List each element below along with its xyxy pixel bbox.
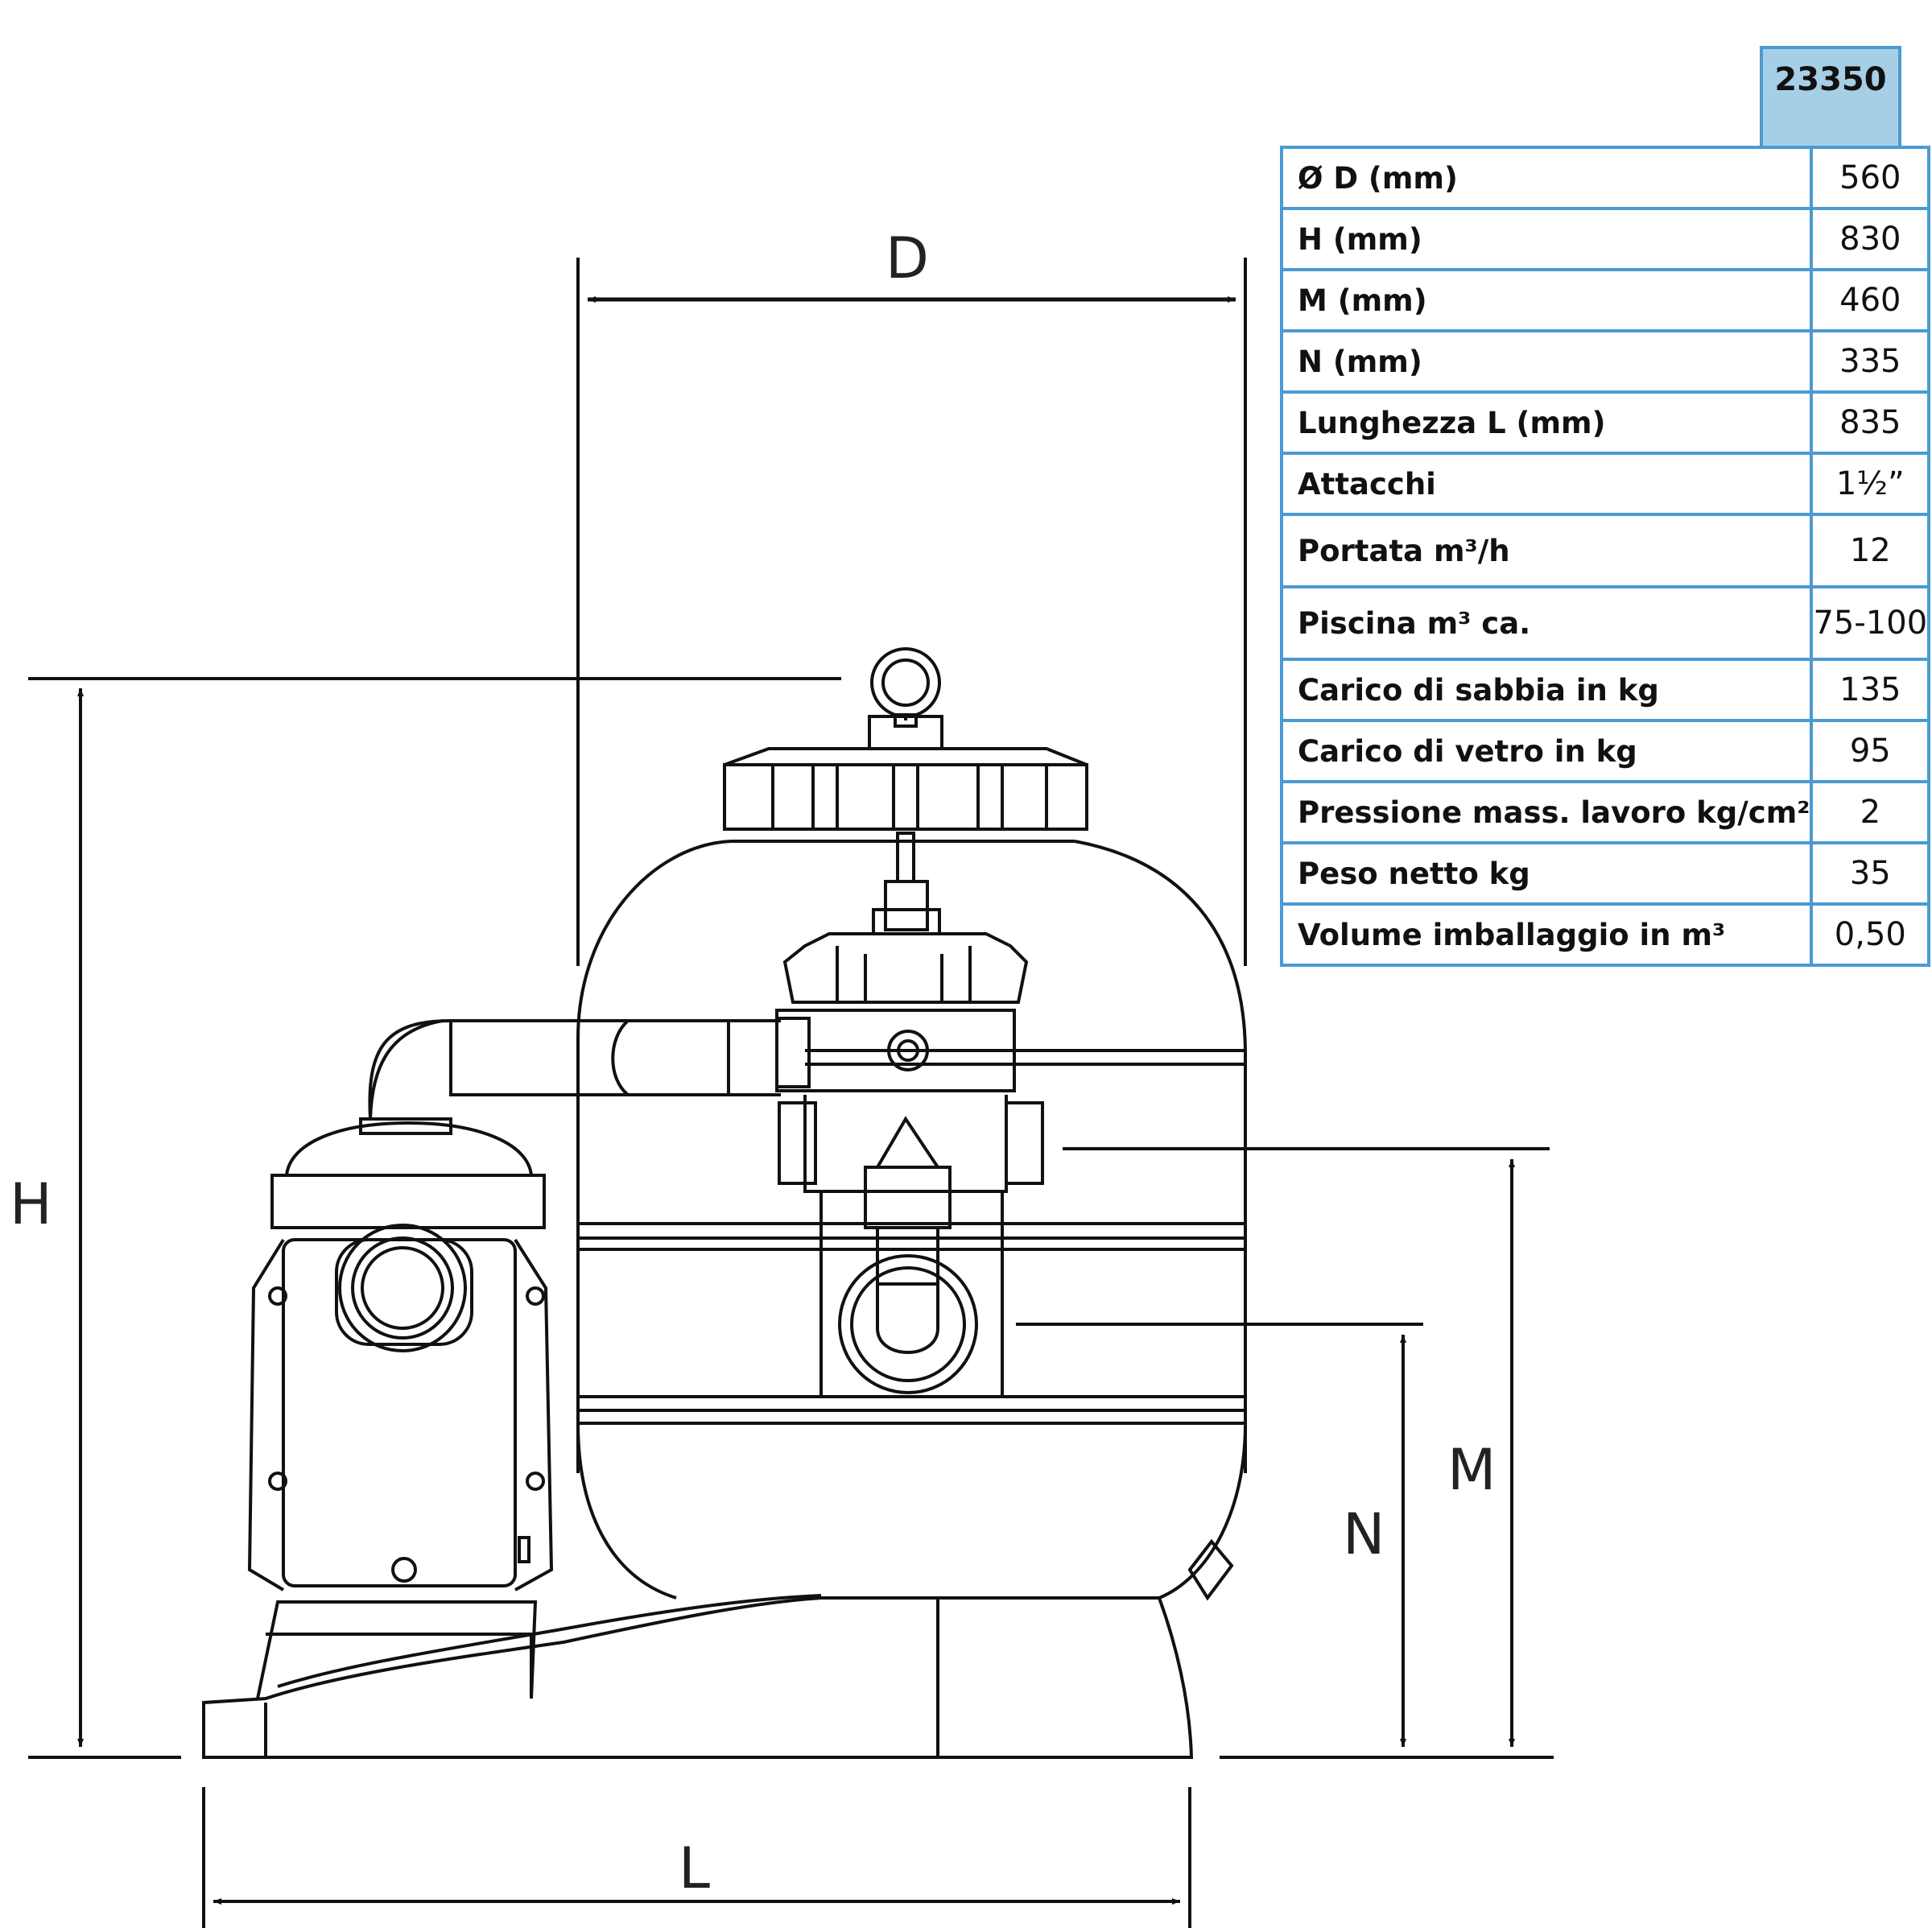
spec-value: 2 [1810, 780, 1931, 844]
spec-label: Carico di vetro in kg [1279, 719, 1814, 783]
dim-label-m: M [1447, 1437, 1496, 1503]
spec-value: 12 [1810, 513, 1931, 588]
spec-label: M (mm) [1279, 268, 1814, 332]
spec-row: Lunghezza L (mm)835 [1279, 390, 1931, 455]
spec-value: 0,50 [1810, 902, 1931, 967]
connecting-pipe [368, 1019, 781, 1120]
spec-label: Ø D (mm) [1279, 146, 1814, 210]
filter-tank [576, 840, 1247, 1601]
pressure-gauge [870, 647, 941, 728]
dim-label-l: L [679, 1835, 710, 1901]
spec-value: 335 [1810, 329, 1931, 394]
dimension-m [1063, 1147, 1550, 1747]
dimension-d [576, 258, 1247, 966]
spec-label: Pressione mass. lavoro kg/cm² [1279, 780, 1814, 844]
spec-value: 135 [1810, 658, 1931, 722]
spec-row: H (mm)830 [1279, 207, 1931, 271]
spec-label: H (mm) [1279, 207, 1814, 271]
spec-value: 95 [1810, 719, 1931, 783]
multiport-valve [775, 832, 1044, 1398]
dimension-n [1016, 1323, 1423, 1747]
filter-base [202, 1594, 1194, 1759]
spec-row: Piscina m³ ca.75-100 [1279, 585, 1931, 661]
spec-label: N (mm) [1279, 329, 1814, 394]
model-number: 23350 [1760, 46, 1901, 146]
spec-row: Ø D (mm)560 [1279, 146, 1931, 210]
pump [247, 1117, 554, 1699]
spec-label: Piscina m³ ca. [1279, 585, 1814, 661]
dim-label-h: H [10, 1171, 52, 1237]
spec-value: 835 [1810, 390, 1931, 455]
spec-value: 75-100 [1810, 585, 1931, 661]
spec-label: Volume imballaggio in m³ [1279, 902, 1814, 967]
spec-value: 35 [1810, 841, 1931, 906]
spec-value: 460 [1810, 268, 1931, 332]
spec-label: Lunghezza L (mm) [1279, 390, 1814, 455]
spec-label: Attacchi [1279, 452, 1814, 516]
spec-value: 830 [1810, 207, 1931, 271]
spec-table-header: 23350 [1280, 46, 1921, 149]
spec-label: Portata m³/h [1279, 513, 1814, 588]
spec-label: Carico di sabbia in kg [1279, 658, 1814, 722]
dimension-l [202, 1787, 1191, 1928]
spec-row: M (mm)460 [1279, 268, 1931, 332]
tank-lid [723, 715, 1088, 831]
dim-label-n: N [1343, 1501, 1385, 1567]
dim-label-d: D [886, 225, 929, 291]
dimension-h [28, 677, 841, 1759]
spec-value: 560 [1810, 146, 1931, 210]
spec-value: 1½” [1810, 452, 1931, 516]
spec-row: N (mm)335 [1279, 329, 1931, 394]
spec-label: Peso netto kg [1279, 841, 1814, 906]
